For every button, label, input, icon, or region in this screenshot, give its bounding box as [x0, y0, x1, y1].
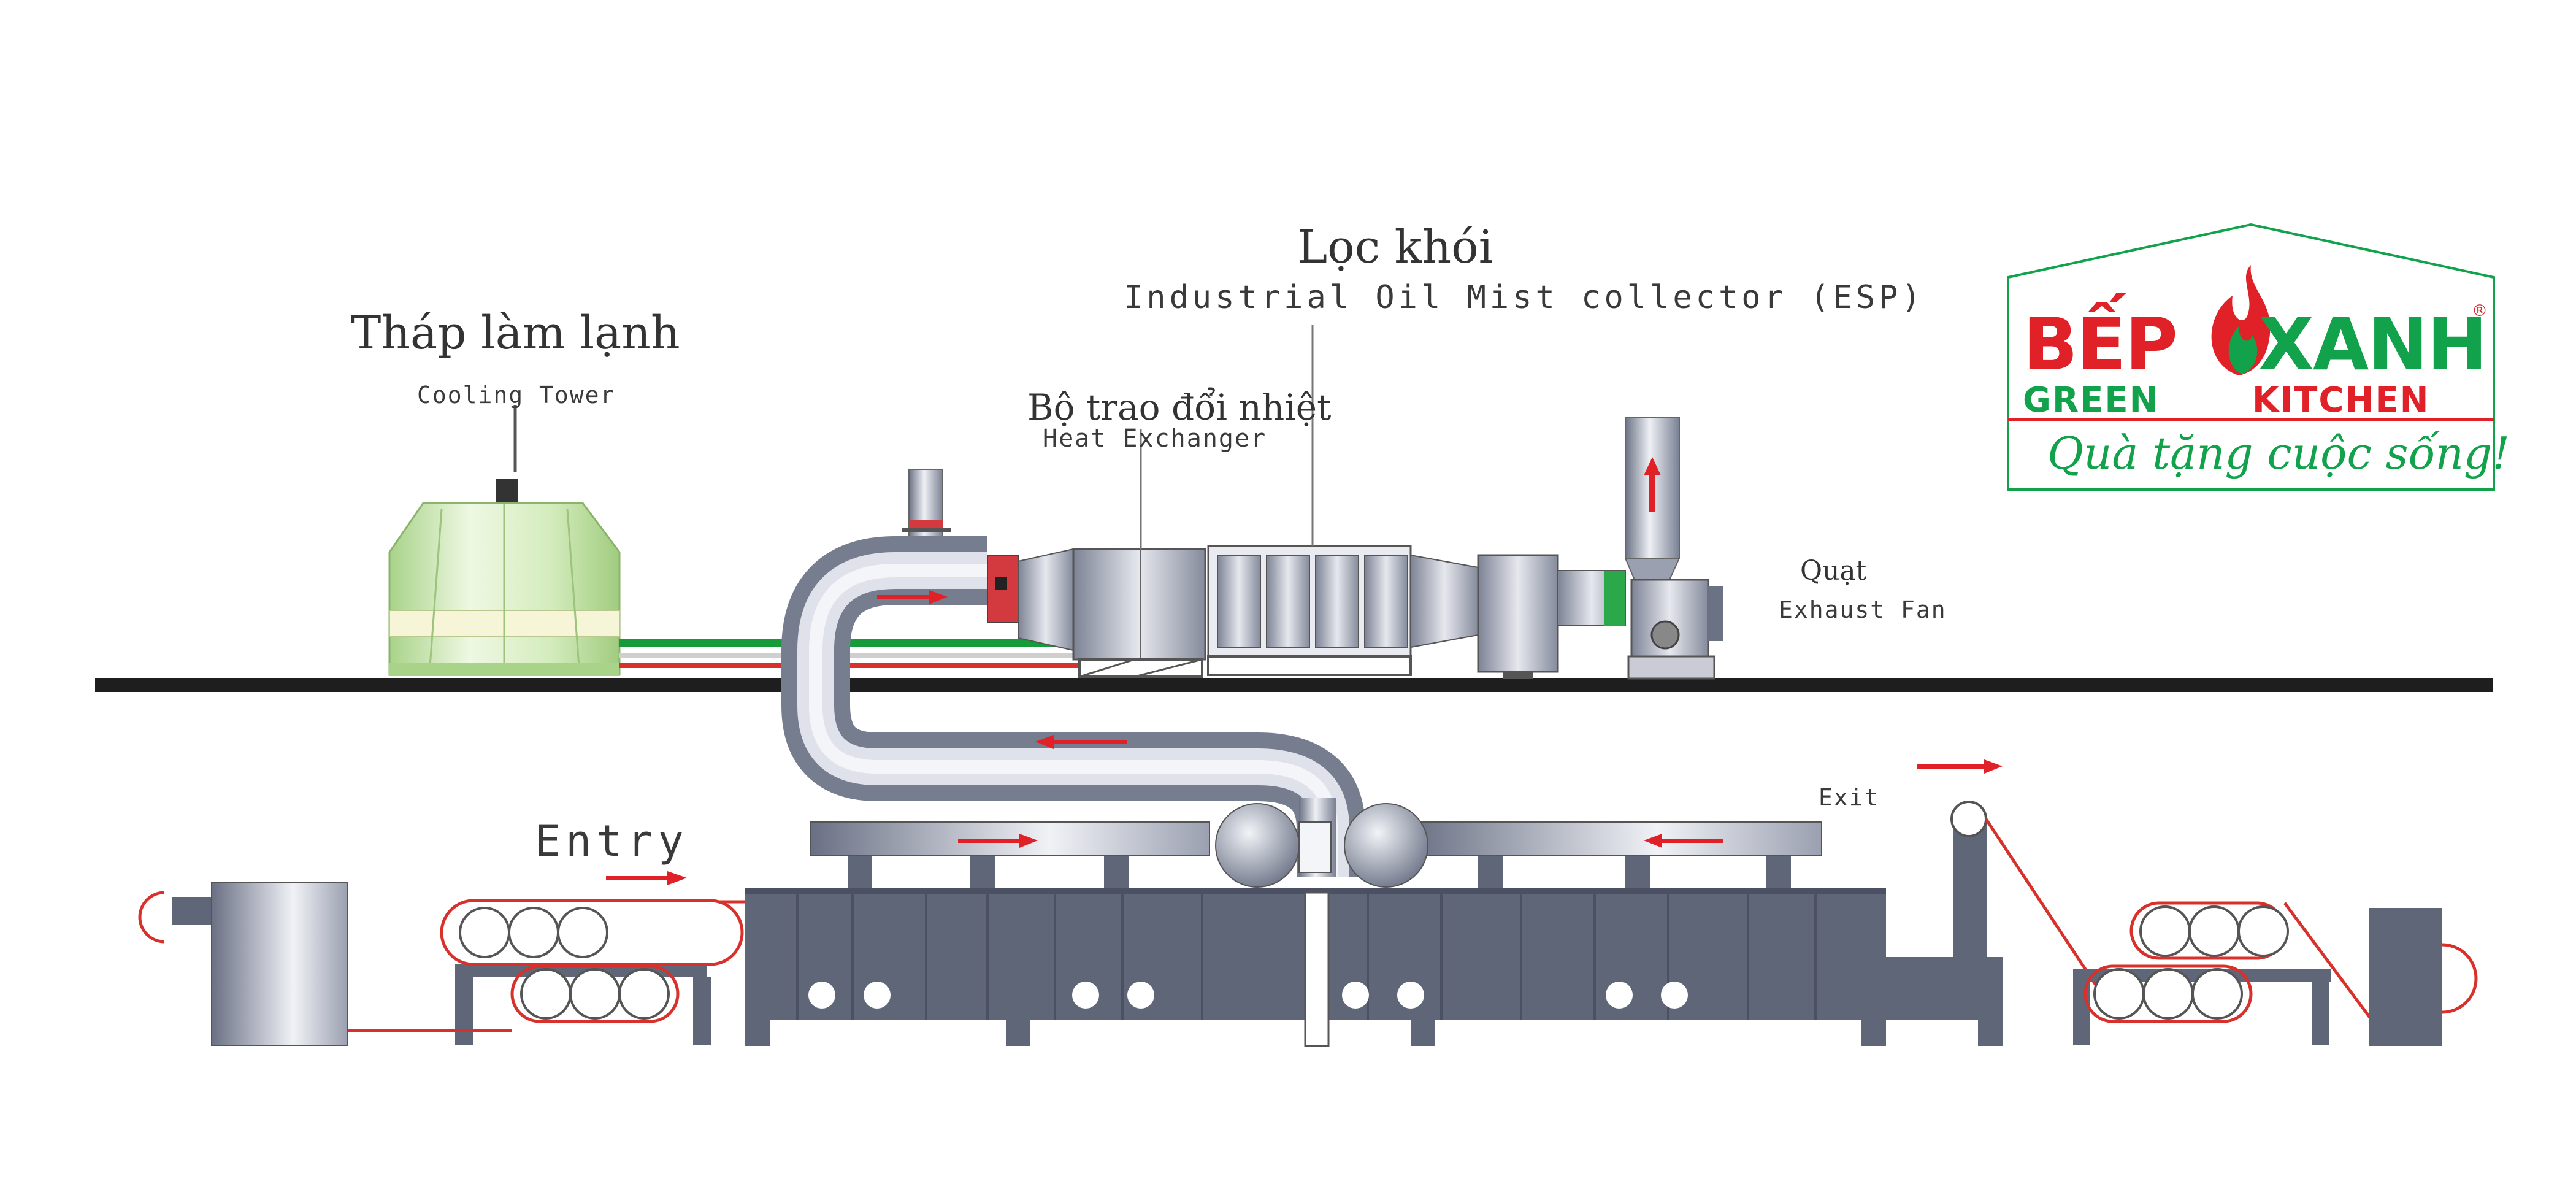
exit-drive [1950, 801, 2099, 989]
oven-body [745, 822, 2003, 1047]
cooling-tower-subtitle: Cooling Tower [417, 382, 616, 409]
entry-accumulator [348, 899, 745, 1045]
esp-title: Lọc khói [1297, 221, 1493, 274]
logo-brand-green: XANH [2258, 302, 2488, 386]
exhaust-fan [1624, 417, 1723, 680]
logo-registered-mark: ® [2472, 302, 2488, 320]
main-duct [781, 536, 1365, 877]
cooling-tower-title: Tháp làm lạnh [351, 307, 680, 359]
logo-tagline-green: GREEN [2023, 380, 2160, 420]
cooling-tower [388, 405, 621, 676]
logo-slogan: Quà tặng cuộc sống! [2047, 428, 2510, 479]
roller-icon [459, 907, 510, 958]
entry-label: Entry [535, 816, 689, 866]
flow-arrows [606, 457, 2003, 885]
heat-exchanger [987, 429, 1206, 678]
logo-frame [2007, 223, 2495, 491]
heat-exchanger-subtitle: Heat Exchanger [1043, 425, 1267, 453]
entry-unwinder [138, 882, 348, 1046]
flame-icon [2211, 265, 2271, 375]
floor-line [95, 678, 2493, 692]
logo-brand-red: BẾP [2023, 302, 2178, 386]
esp-subtitle: Industrial Oil Mist collector (ESP) [1124, 279, 1925, 316]
exhaust-fan-title: Quạt [1800, 555, 1867, 586]
flow-arrow-icon [877, 590, 948, 604]
oven-manifold [810, 803, 1822, 893]
exit-label: Exit [1819, 784, 1880, 811]
brand-logo: BẾP XANH ® GREEN KITCHEN Quà tặng cuộc s… [2006, 222, 2510, 492]
exit-accumulator [2073, 901, 2478, 1046]
esp-collector [1207, 325, 1626, 679]
exhaust-fan-subtitle: Exhaust Fan [1779, 596, 1947, 623]
heat-exchanger-title: Bộ trao đổi nhiệt [1027, 386, 1332, 428]
logo-tagline-red: KITCHEN [2252, 380, 2430, 420]
